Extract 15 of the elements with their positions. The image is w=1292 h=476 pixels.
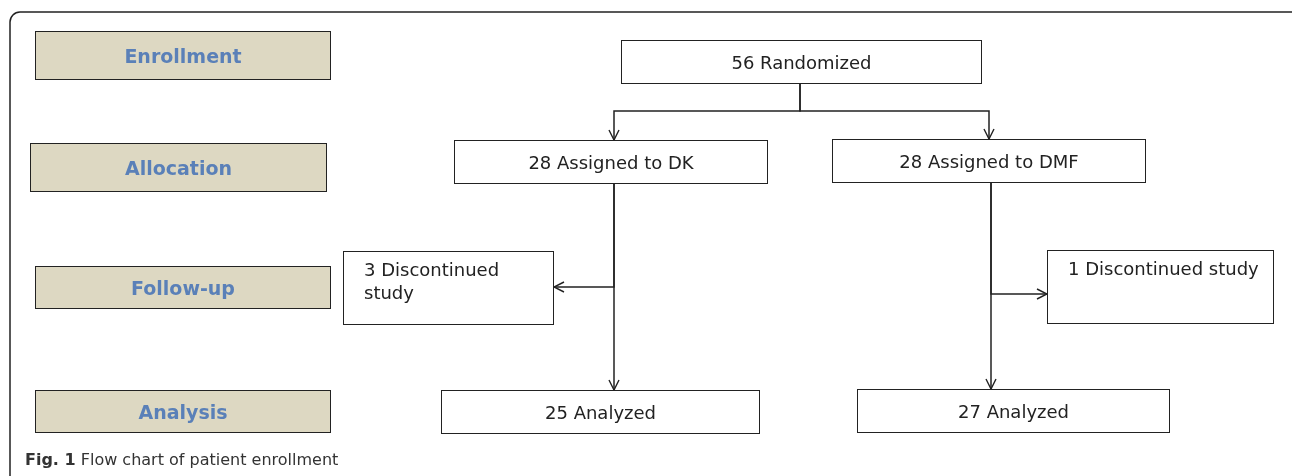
stage-label-box: Enrollment	[35, 31, 331, 80]
process-box: 28 Assigned to DK	[454, 140, 768, 184]
stage-label-box: Follow-up	[35, 266, 331, 309]
arrow	[608, 183, 620, 391]
arrow	[799, 83, 995, 140]
process-box: 1 Discontinued study	[1047, 250, 1274, 324]
stage-label-box: Analysis	[35, 390, 331, 433]
process-box: 28 Assigned to DMF	[832, 139, 1146, 183]
arrow	[985, 182, 997, 390]
process-box: 3 Discontinued study	[343, 251, 554, 325]
stage-label-box: Allocation	[30, 143, 327, 192]
figure-caption: Fig. 1 Flow chart of patient enrollment	[25, 450, 339, 469]
process-box: 27 Analyzed	[857, 389, 1170, 433]
process-box: 25 Analyzed	[441, 390, 760, 434]
process-box: 56 Randomized	[621, 40, 982, 84]
